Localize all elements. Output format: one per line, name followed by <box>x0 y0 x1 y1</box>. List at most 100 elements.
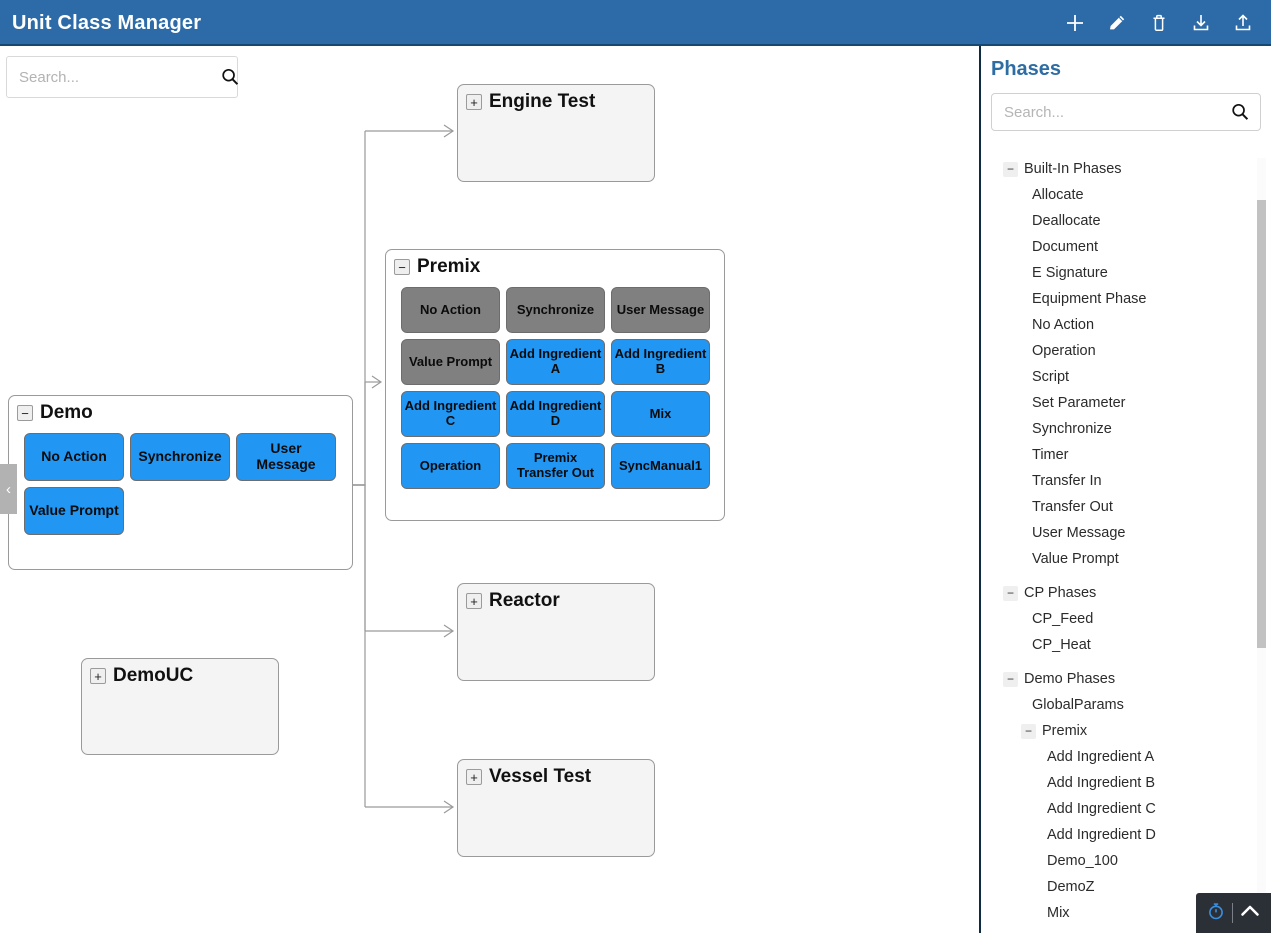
phases-tree-item[interactable]: GlobalParams <box>981 692 1271 718</box>
phases-tree-item[interactable]: Equipment Phase <box>981 286 1271 312</box>
widget-divider <box>1232 903 1233 923</box>
phase-chip-list: No Action Synchronize User Message Value… <box>386 278 724 499</box>
phases-tree-item-label: Add Ingredient D <box>1047 827 1156 843</box>
node-expander-icon[interactable]: + <box>466 769 482 785</box>
phases-tree-item[interactable]: CP_Feed <box>981 606 1271 632</box>
phases-tree-item[interactable]: Deallocate <box>981 208 1271 234</box>
node-title: Vessel Test <box>489 766 592 787</box>
panel-collapse-handle[interactable]: ‹ <box>0 464 17 514</box>
node-header: + Engine Test <box>458 85 654 113</box>
phases-tree-item[interactable]: CP_Heat <box>981 632 1271 658</box>
phase-chip[interactable]: No Action <box>24 433 124 481</box>
phase-chip[interactable]: Add Ingredient B <box>611 339 710 385</box>
export-icon[interactable] <box>1231 11 1255 35</box>
phases-tree-item-label: Add Ingredient B <box>1047 775 1156 791</box>
node-vessel-test[interactable]: + Vessel Test <box>457 759 655 857</box>
phases-tree-item-label: Transfer Out <box>1032 499 1113 515</box>
phases-tree-item[interactable]: Add Ingredient C <box>981 796 1271 822</box>
scrollbar-thumb[interactable] <box>1257 200 1266 648</box>
phases-tree-item[interactable]: Transfer In <box>981 468 1271 494</box>
phases-search-box[interactable] <box>991 93 1261 131</box>
phases-tree-item-label: Built-In Phases <box>1024 161 1122 177</box>
phases-tree-item[interactable]: Add Ingredient A <box>981 744 1271 770</box>
phase-chip[interactable]: No Action <box>401 287 500 333</box>
phases-tree-item[interactable]: Timer <box>981 442 1271 468</box>
phases-tree-item[interactable]: User Message <box>981 520 1271 546</box>
phase-chip[interactable]: Value Prompt <box>24 487 124 535</box>
phase-chip[interactable]: Operation <box>401 443 500 489</box>
phases-tree-item[interactable]: Add Ingredient D <box>981 822 1271 848</box>
node-expander-icon[interactable]: + <box>466 94 482 110</box>
phases-tree-item-label: Operation <box>1032 343 1096 359</box>
phases-tree-item[interactable]: Value Prompt <box>981 546 1271 572</box>
phases-tree-item-label: Timer <box>1032 447 1069 463</box>
node-expander-icon[interactable]: − <box>17 405 33 421</box>
phase-chip[interactable]: Synchronize <box>130 433 230 481</box>
status-widget[interactable] <box>1196 893 1271 933</box>
node-demouc[interactable]: + DemoUC <box>81 658 279 755</box>
phases-tree-item[interactable]: Mix <box>981 900 1271 926</box>
phases-tree-item-label: Synchronize <box>1032 421 1112 437</box>
tree-expander-icon[interactable]: − <box>1003 671 1018 687</box>
tree-expander-icon[interactable]: − <box>1003 585 1018 601</box>
phases-tree-item-label: Demo Phases <box>1024 671 1116 687</box>
phases-tree-item[interactable]: Document <box>981 234 1271 260</box>
phases-tree-item[interactable]: Add Ingredient B <box>981 770 1271 796</box>
node-header: + Vessel Test <box>458 760 654 788</box>
edit-icon[interactable] <box>1105 11 1129 35</box>
diagram-canvas[interactable]: ‹ + Engine Test − Premix No Action Synch… <box>0 46 979 933</box>
node-engine-test[interactable]: + Engine Test <box>457 84 655 182</box>
node-expander-icon[interactable]: + <box>466 593 482 609</box>
phases-tree-item-label: No Action <box>1032 317 1095 333</box>
phases-tree-item[interactable]: −Demo Phases <box>981 666 1271 692</box>
phases-tree-item[interactable]: Demo_100 <box>981 848 1271 874</box>
phases-panel-title: Phases <box>991 58 1062 80</box>
phases-tree-item[interactable]: DemoZ <box>981 874 1271 900</box>
phases-tree-item[interactable]: Set Parameter <box>981 390 1271 416</box>
phases-tree-item[interactable]: Script <box>981 364 1271 390</box>
delete-icon[interactable] <box>1147 11 1171 35</box>
phase-chip[interactable]: Value Prompt <box>401 339 500 385</box>
add-icon[interactable] <box>1063 11 1087 35</box>
phases-scrollbar[interactable] <box>1257 158 1266 928</box>
node-expander-icon[interactable]: + <box>90 668 106 684</box>
canvas-search-box[interactable] <box>6 56 239 98</box>
phases-tree-item-label: CP_Heat <box>1032 637 1091 653</box>
tree-expander-icon[interactable]: − <box>1021 723 1036 739</box>
stopwatch-icon[interactable] <box>1206 901 1226 926</box>
phase-chip[interactable]: Synchronize <box>506 287 605 333</box>
phase-chip[interactable]: Add Ingredient C <box>401 391 500 437</box>
canvas-search-input[interactable] <box>17 67 220 87</box>
phase-chip[interactable]: Premix Transfer Out <box>506 443 605 489</box>
phase-chip[interactable]: Mix <box>611 391 710 437</box>
phases-tree-item-label: CP_Feed <box>1032 611 1094 627</box>
phase-chip[interactable]: Add Ingredient D <box>506 391 605 437</box>
import-icon[interactable] <box>1189 11 1213 35</box>
phase-chip[interactable]: User Message <box>611 287 710 333</box>
chevron-left-icon: ‹ <box>6 480 11 498</box>
node-premix[interactable]: − Premix No Action Synchronize User Mess… <box>385 249 725 521</box>
node-title: Demo <box>40 402 93 423</box>
chevron-up-icon[interactable] <box>1239 902 1261 925</box>
phases-tree-item[interactable]: Allocate <box>981 182 1271 208</box>
phase-chip[interactable]: User Message <box>236 433 336 481</box>
phases-tree-item[interactable]: Transfer Out <box>981 494 1271 520</box>
phase-chip[interactable]: Add Ingredient A <box>506 339 605 385</box>
phases-tree-item[interactable]: No Action <box>981 312 1271 338</box>
phases-tree-item[interactable]: Synchronize <box>981 416 1271 442</box>
node-expander-icon[interactable]: − <box>394 259 410 275</box>
phases-search-input[interactable] <box>1002 102 1230 122</box>
phases-tree-item[interactable]: −Premix <box>981 718 1271 744</box>
tree-expander-icon[interactable]: − <box>1003 161 1018 177</box>
phases-tree-item[interactable]: −Built-In Phases <box>981 156 1271 182</box>
phases-tree-item[interactable]: −CP Phases <box>981 580 1271 606</box>
phases-tree-item-label: CP Phases <box>1024 585 1097 601</box>
phases-tree-item-label: Set Parameter <box>1032 395 1126 411</box>
phases-tree-item[interactable]: Operation <box>981 338 1271 364</box>
phases-tree-item-label: Transfer In <box>1032 473 1102 489</box>
node-demo[interactable]: − Demo No Action Synchronize User Messag… <box>8 395 353 570</box>
phase-chip[interactable]: SyncManual1 <box>611 443 710 489</box>
node-reactor[interactable]: + Reactor <box>457 583 655 681</box>
phases-tree-item[interactable]: E Signature <box>981 260 1271 286</box>
